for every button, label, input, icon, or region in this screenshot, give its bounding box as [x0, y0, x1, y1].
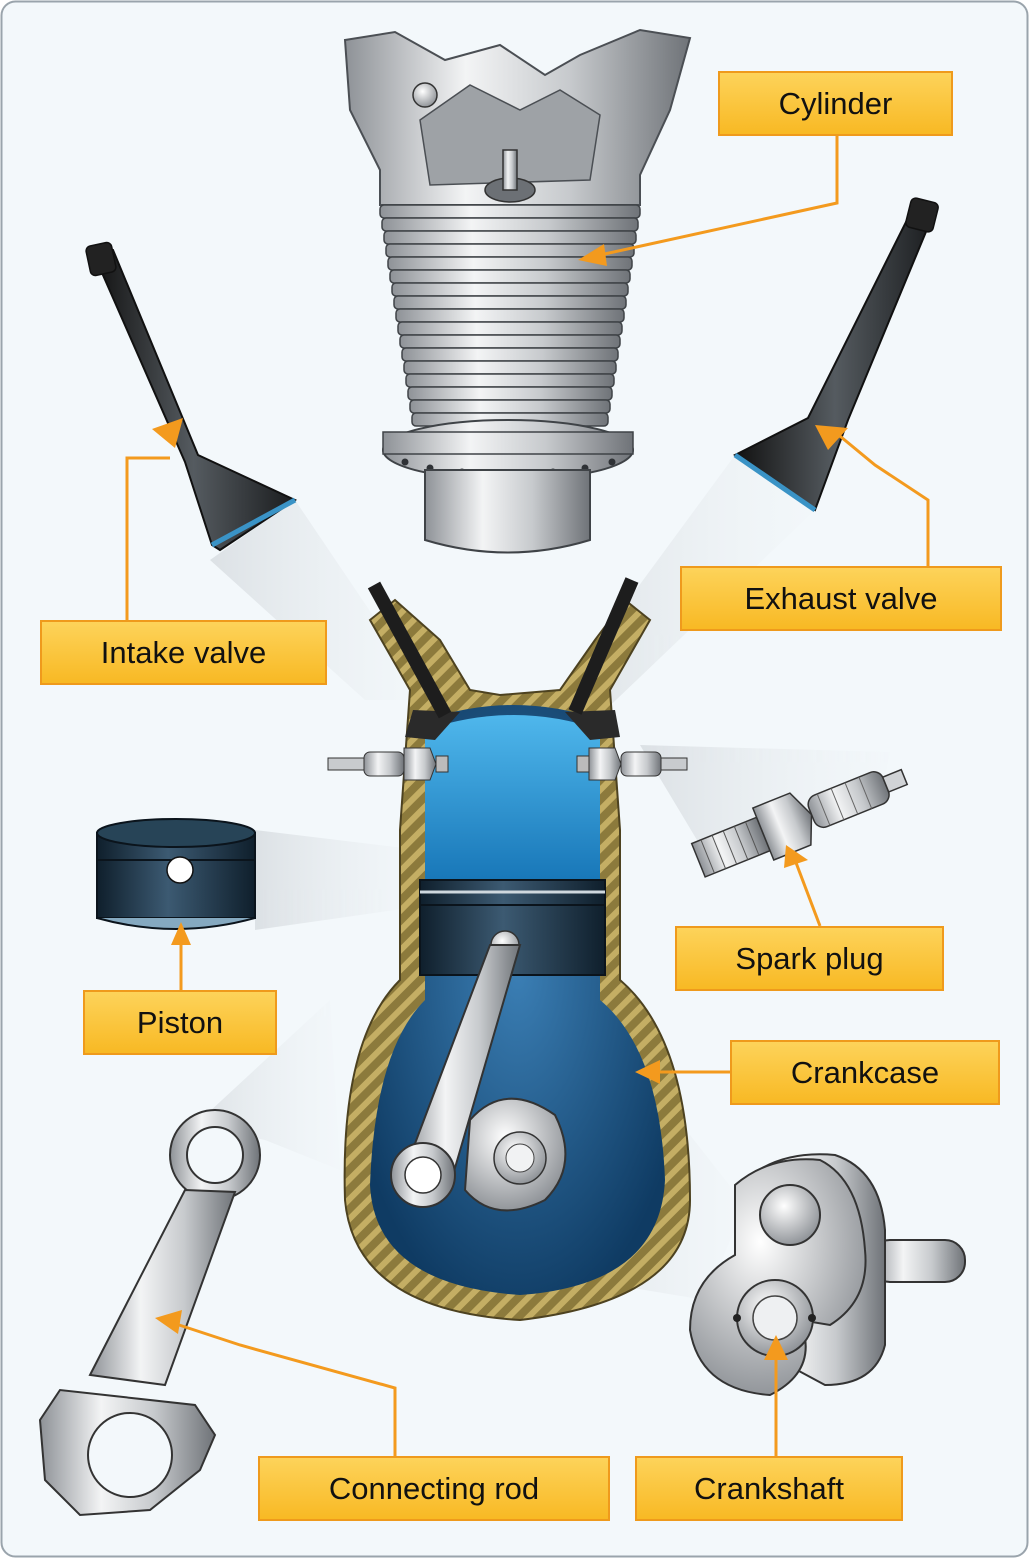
spark-plug-right [576, 747, 688, 781]
piston-label: Piston [83, 990, 277, 1055]
intake-valve-label: Intake valve [40, 620, 327, 685]
spark-plug-illustration [690, 768, 909, 878]
exhaust-valve-label: Exhaust valve [680, 566, 1002, 631]
exhaust-valve-illustration [733, 197, 939, 513]
piston-illustration [96, 818, 256, 930]
crankshaft-label: Crankshaft [635, 1456, 903, 1521]
arrowheads [152, 244, 848, 1360]
intake-valve-illustration [85, 241, 298, 552]
crankcase-label: Crankcase [730, 1040, 1000, 1105]
cylinder-illustration [343, 28, 692, 554]
connecting-rod-illustration [38, 1109, 261, 1517]
cylinder-label: Cylinder [718, 71, 953, 136]
crankshaft-illustration [688, 1153, 966, 1397]
spark-plug-label: Spark plug [675, 926, 944, 991]
connecting-rod-label: Connecting rod [258, 1456, 610, 1521]
spark-plug-left [327, 747, 449, 781]
engine-cross-section [327, 577, 692, 1322]
leader-lines [125, 136, 930, 1456]
